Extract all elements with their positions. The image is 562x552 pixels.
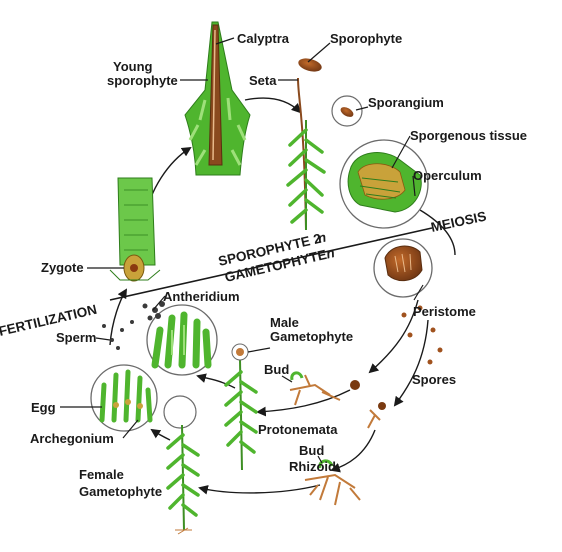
- label-female-gametophyte-line1: Female: [79, 467, 124, 482]
- label-sperm: Sperm: [56, 330, 96, 345]
- female-gametophyte-illustration: [163, 395, 200, 535]
- label-zygote: Zygote: [41, 260, 84, 275]
- label-bud-lower: Bud: [299, 443, 324, 458]
- sporangium-inset: [331, 95, 363, 127]
- label-sporophyte-2n-italic: n: [316, 230, 327, 246]
- label-male-gametophyte-line2: Gametophyte: [270, 329, 353, 344]
- label-spores: Spores: [412, 372, 456, 387]
- label-calyptra: Calyptra: [237, 31, 290, 46]
- label-sporangium: Sporangium: [368, 95, 444, 110]
- arrow-spores-to-protonema: [393, 319, 429, 407]
- zygote-archegonium-illustration: [109, 177, 161, 282]
- label-sporophyte: Sporophyte: [330, 31, 402, 46]
- arrow-sporophyte-to-sporangium: [419, 209, 456, 256]
- male-gametophyte-illustration: [224, 343, 258, 471]
- arrow-female-gametophyte-to-archegonium: [150, 428, 171, 441]
- label-male-gametophyte-line1: Male: [270, 315, 299, 330]
- protonema-lower-illustration: [304, 402, 386, 506]
- label-bud-upper: Bud: [264, 362, 289, 377]
- label-sporogenous-tissue: Sporgenous tissue: [410, 128, 527, 143]
- label-peristome: Peristome: [413, 304, 476, 319]
- arrow-young-to-mature-sporophyte: [244, 97, 302, 114]
- arrow-male-gametophyte-to-antheridium: [196, 373, 236, 389]
- peristome-inset: [373, 238, 433, 298]
- leader-lines: [60, 37, 424, 464]
- young-sporophyte-illustration: [184, 21, 251, 176]
- label-meiosis: MEIOSIS: [430, 209, 488, 235]
- ploidy-divider-line: [109, 227, 433, 301]
- arrow-to-female-gametophyte: [198, 484, 321, 495]
- archegonia-inset: [90, 364, 158, 432]
- protonema-upper-illustration: [289, 371, 360, 406]
- antheridia-inset: [146, 304, 218, 376]
- label-rhizoid: Rhizoid: [289, 459, 336, 474]
- label-operculum: Operculum: [413, 168, 482, 183]
- label-protonemata: Protonemata: [258, 422, 338, 437]
- arrow-protonema-upper: [256, 389, 351, 417]
- label-seta: Seta: [249, 73, 277, 88]
- sperm-cluster: [102, 301, 165, 350]
- spores-dots: [401, 305, 443, 365]
- sporogenous-tissue-inset: [339, 139, 429, 229]
- label-female-gametophyte-line2: Gametophyte: [79, 484, 162, 499]
- labels: Calyptra Young sporophyte Sporophyte Set…: [0, 31, 527, 499]
- mature-sporophyte-illustration: [286, 58, 326, 231]
- label-antheridium: Antheridium: [163, 289, 240, 304]
- label-young-sporophyte-line2: sporophyte: [107, 73, 178, 88]
- label-egg: Egg: [31, 400, 56, 415]
- label-young-sporophyte-line1: Young: [113, 59, 153, 74]
- label-archegonium: Archegonium: [30, 431, 114, 446]
- label-gametophyte-n-italic: n: [325, 245, 336, 261]
- arrow-peristome-to-spores: [368, 299, 419, 374]
- arrow-protonema-lower: [330, 429, 376, 473]
